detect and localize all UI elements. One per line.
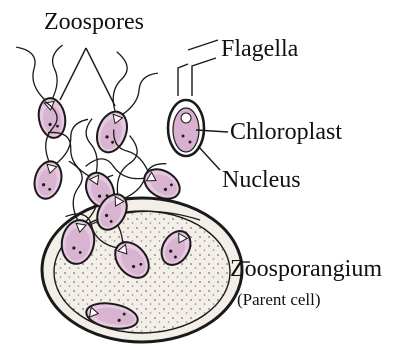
label-flagella: Flagella [221, 37, 298, 61]
label-chloroplast: Chloroplast [230, 120, 342, 144]
zoospore-1 [16, 39, 78, 142]
detailed-zoospore [168, 58, 216, 156]
label-zoospores: Zoospores [44, 10, 144, 34]
label-parent-cell: (Parent cell) [237, 291, 321, 308]
label-nucleus: Nucleus [222, 168, 301, 192]
zoospore-2 [83, 52, 160, 160]
label-zoosporangium: Zoosporangium [230, 257, 382, 281]
